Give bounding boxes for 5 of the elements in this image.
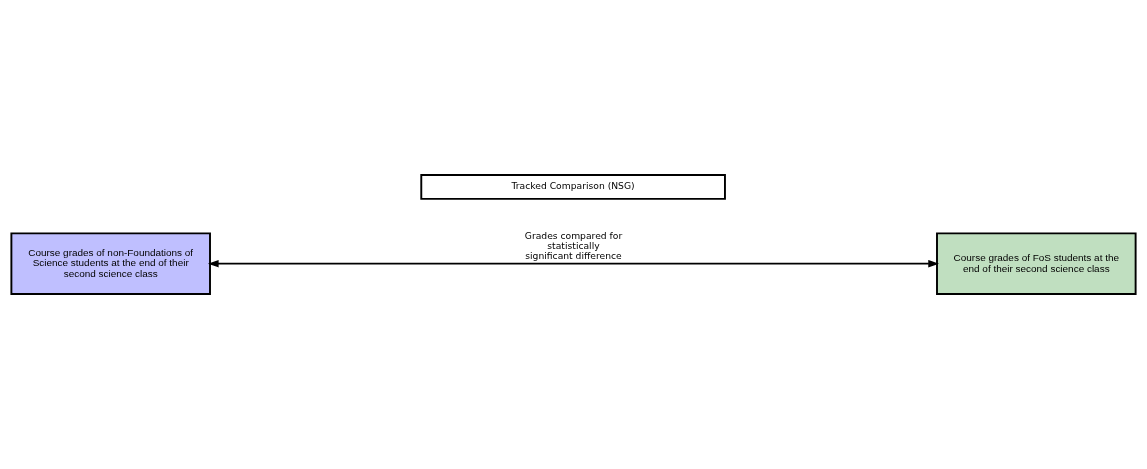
node-box: Tracked Comparison (NSG) bbox=[420, 174, 726, 200]
node-box: Course grades of FoS students at the end of their second science class bbox=[936, 232, 1137, 295]
node-box: Course grades of non-Foundations of Science students at the end of their second science class bbox=[10, 232, 211, 295]
arrow bbox=[207, 259, 939, 268]
edge-label: Grades compared for statistically significant difference bbox=[524, 229, 623, 261]
